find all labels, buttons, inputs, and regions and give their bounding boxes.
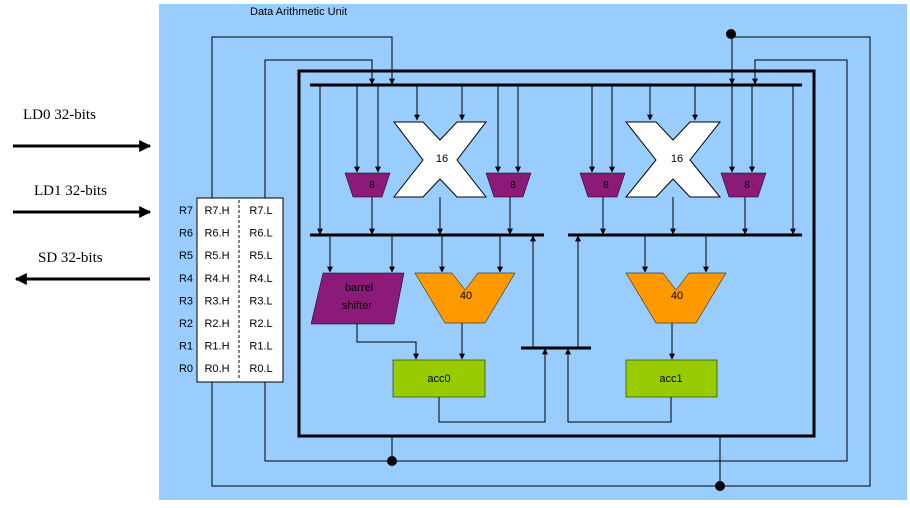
adder-right: 40: [625, 272, 727, 324]
unit-title: Data Arithmetic Unit: [250, 6, 347, 18]
register-rows: R7 R7.H R7.L R6 R6.H R6.L R5 R5.H R5.L R4 R4.H R4.L…: [179, 205, 273, 375]
bus-label-ld0: LD0 32-bits: [23, 107, 96, 123]
bus-label-ld1: LD1 32-bits: [34, 183, 107, 199]
register-name-r7: R7: [179, 205, 193, 217]
mux-label: 8: [510, 180, 516, 191]
bus-label-sd: SD 32-bits: [38, 250, 103, 266]
register-high-r4: R4.H: [204, 273, 229, 285]
adder-label: 40: [460, 290, 472, 302]
accumulator-inputs: [356, 323, 675, 360]
register-low-r7: R7.L: [249, 205, 272, 217]
stage2-taps: [327, 235, 709, 273]
register-low-r4: R4.L: [249, 273, 272, 285]
register-name-r2: R2: [179, 318, 193, 330]
multiplier-left: 16: [392, 121, 488, 198]
register-name-r5: R5: [179, 250, 193, 262]
mux-label: 8: [603, 180, 609, 191]
register-high-r6: R6.H: [204, 228, 229, 240]
feedback-wiring: [438, 235, 672, 423]
multiplier-right: 16: [624, 121, 722, 198]
accumulator-acc1: acc1: [625, 359, 718, 398]
adder-left: 40: [414, 272, 516, 324]
adder-label: 40: [671, 290, 683, 302]
register-high-r7: R7.H: [204, 205, 229, 217]
register-name-r4: R4: [179, 273, 193, 285]
mux-1: 8: [344, 172, 391, 198]
register-low-r0: R0.L: [249, 363, 272, 375]
register-name-r3: R3: [179, 295, 193, 307]
multiplier-label: 16: [436, 153, 448, 165]
stage1-outputs: [369, 197, 748, 235]
register-low-r1: R1.L: [249, 341, 272, 353]
register-low-r2: R2.L: [249, 318, 272, 330]
mux-label: 8: [369, 180, 375, 191]
register-low-r5: R5.L: [249, 250, 272, 262]
register-high-r3: R3.H: [204, 295, 229, 307]
junction-dot: [387, 456, 397, 466]
accumulator-label: acc1: [659, 373, 682, 385]
mux-4: 8: [720, 172, 767, 198]
accumulator-label: acc0: [427, 373, 450, 385]
external-buses: LD0 32-bits LD1 32-bits SD 32-bits: [13, 107, 152, 285]
shifter-label-line2: shifter: [342, 300, 372, 312]
register-high-r1: R1.H: [204, 341, 229, 353]
mux-3: 8: [579, 172, 626, 198]
register-low-r3: R3.L: [249, 295, 272, 307]
register-high-r5: R5.H: [204, 250, 229, 262]
register-low-r6: R6.L: [249, 228, 272, 240]
mux-label: 8: [744, 180, 750, 191]
junction-dot: [715, 481, 725, 491]
barrel-shifter: barrel shifter: [310, 272, 405, 325]
datapath-box: [297, 69, 816, 438]
register-name-r6: R6: [179, 228, 193, 240]
multiplier-label: 16: [671, 153, 683, 165]
mux-2: 8: [485, 172, 532, 198]
shifter-label-line1: barrel: [345, 282, 373, 294]
accumulator-acc0: acc0: [392, 359, 486, 398]
junction-dot: [726, 29, 736, 39]
register-name-r0: R0: [179, 363, 193, 375]
register-file: [196, 197, 284, 383]
register-high-r0: R0.H: [204, 363, 229, 375]
register-name-r1: R1: [179, 341, 193, 353]
register-high-r2: R2.H: [204, 318, 229, 330]
bus-taps: [317, 85, 796, 235]
